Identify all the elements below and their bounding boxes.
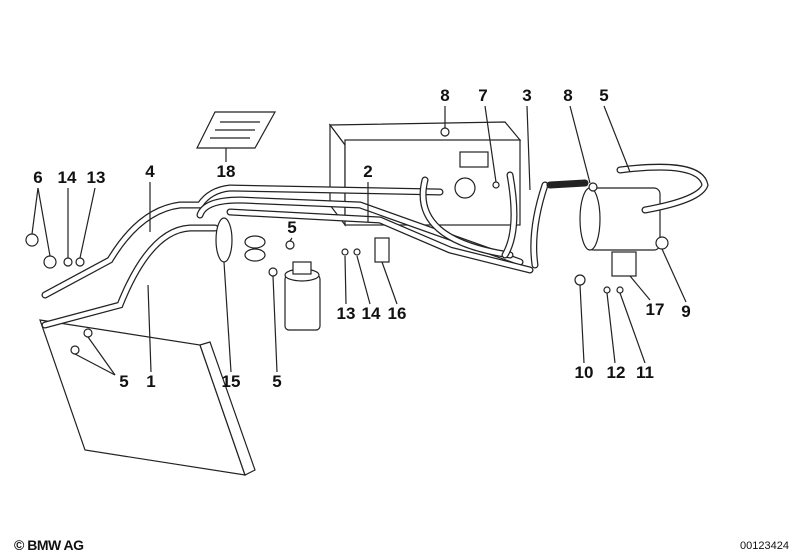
refrigerant-pipes — [41, 163, 709, 329]
leader-lines — [31, 105, 687, 376]
evaporator-housing — [328, 121, 522, 227]
callout-6[interactable]: 6 — [33, 168, 43, 187]
receiver-drier — [284, 261, 321, 331]
callout-14[interactable]: 14 — [361, 304, 381, 323]
callout-11[interactable]: 11 — [636, 363, 654, 382]
callout-8[interactable]: 8 — [440, 86, 450, 105]
callout-13[interactable]: 13 — [86, 168, 106, 187]
callout-8[interactable]: 8 — [563, 86, 573, 105]
label-plate — [196, 111, 277, 149]
callout-1[interactable]: 1 — [146, 372, 156, 391]
callout-15[interactable]: 15 — [221, 372, 241, 391]
callout-17[interactable]: 17 — [645, 300, 665, 319]
callout-10[interactable]: 10 — [574, 363, 594, 382]
relay-part — [611, 251, 637, 277]
callout-13[interactable]: 13 — [336, 304, 356, 323]
callout-12[interactable]: 12 — [606, 363, 626, 382]
callout-2[interactable]: 2 — [363, 162, 373, 181]
callout-5[interactable]: 5 — [119, 372, 129, 391]
callout-14[interactable]: 14 — [57, 168, 77, 187]
callout-7[interactable]: 7 — [478, 86, 488, 105]
callout-3[interactable]: 3 — [522, 86, 532, 105]
callout-5[interactable]: 5 — [272, 372, 282, 391]
condenser — [39, 319, 256, 476]
callout-5[interactable]: 5 — [287, 218, 297, 237]
compressor — [579, 187, 661, 251]
callout-4[interactable]: 4 — [145, 162, 155, 181]
diagram-number: 00123424 — [740, 540, 789, 552]
callout-9[interactable]: 9 — [681, 302, 691, 321]
callout-18[interactable]: 18 — [216, 162, 236, 181]
callout-16[interactable]: 16 — [387, 304, 407, 323]
copyright-text: © BMW AG — [14, 537, 84, 553]
callout-5[interactable]: 5 — [599, 86, 609, 105]
